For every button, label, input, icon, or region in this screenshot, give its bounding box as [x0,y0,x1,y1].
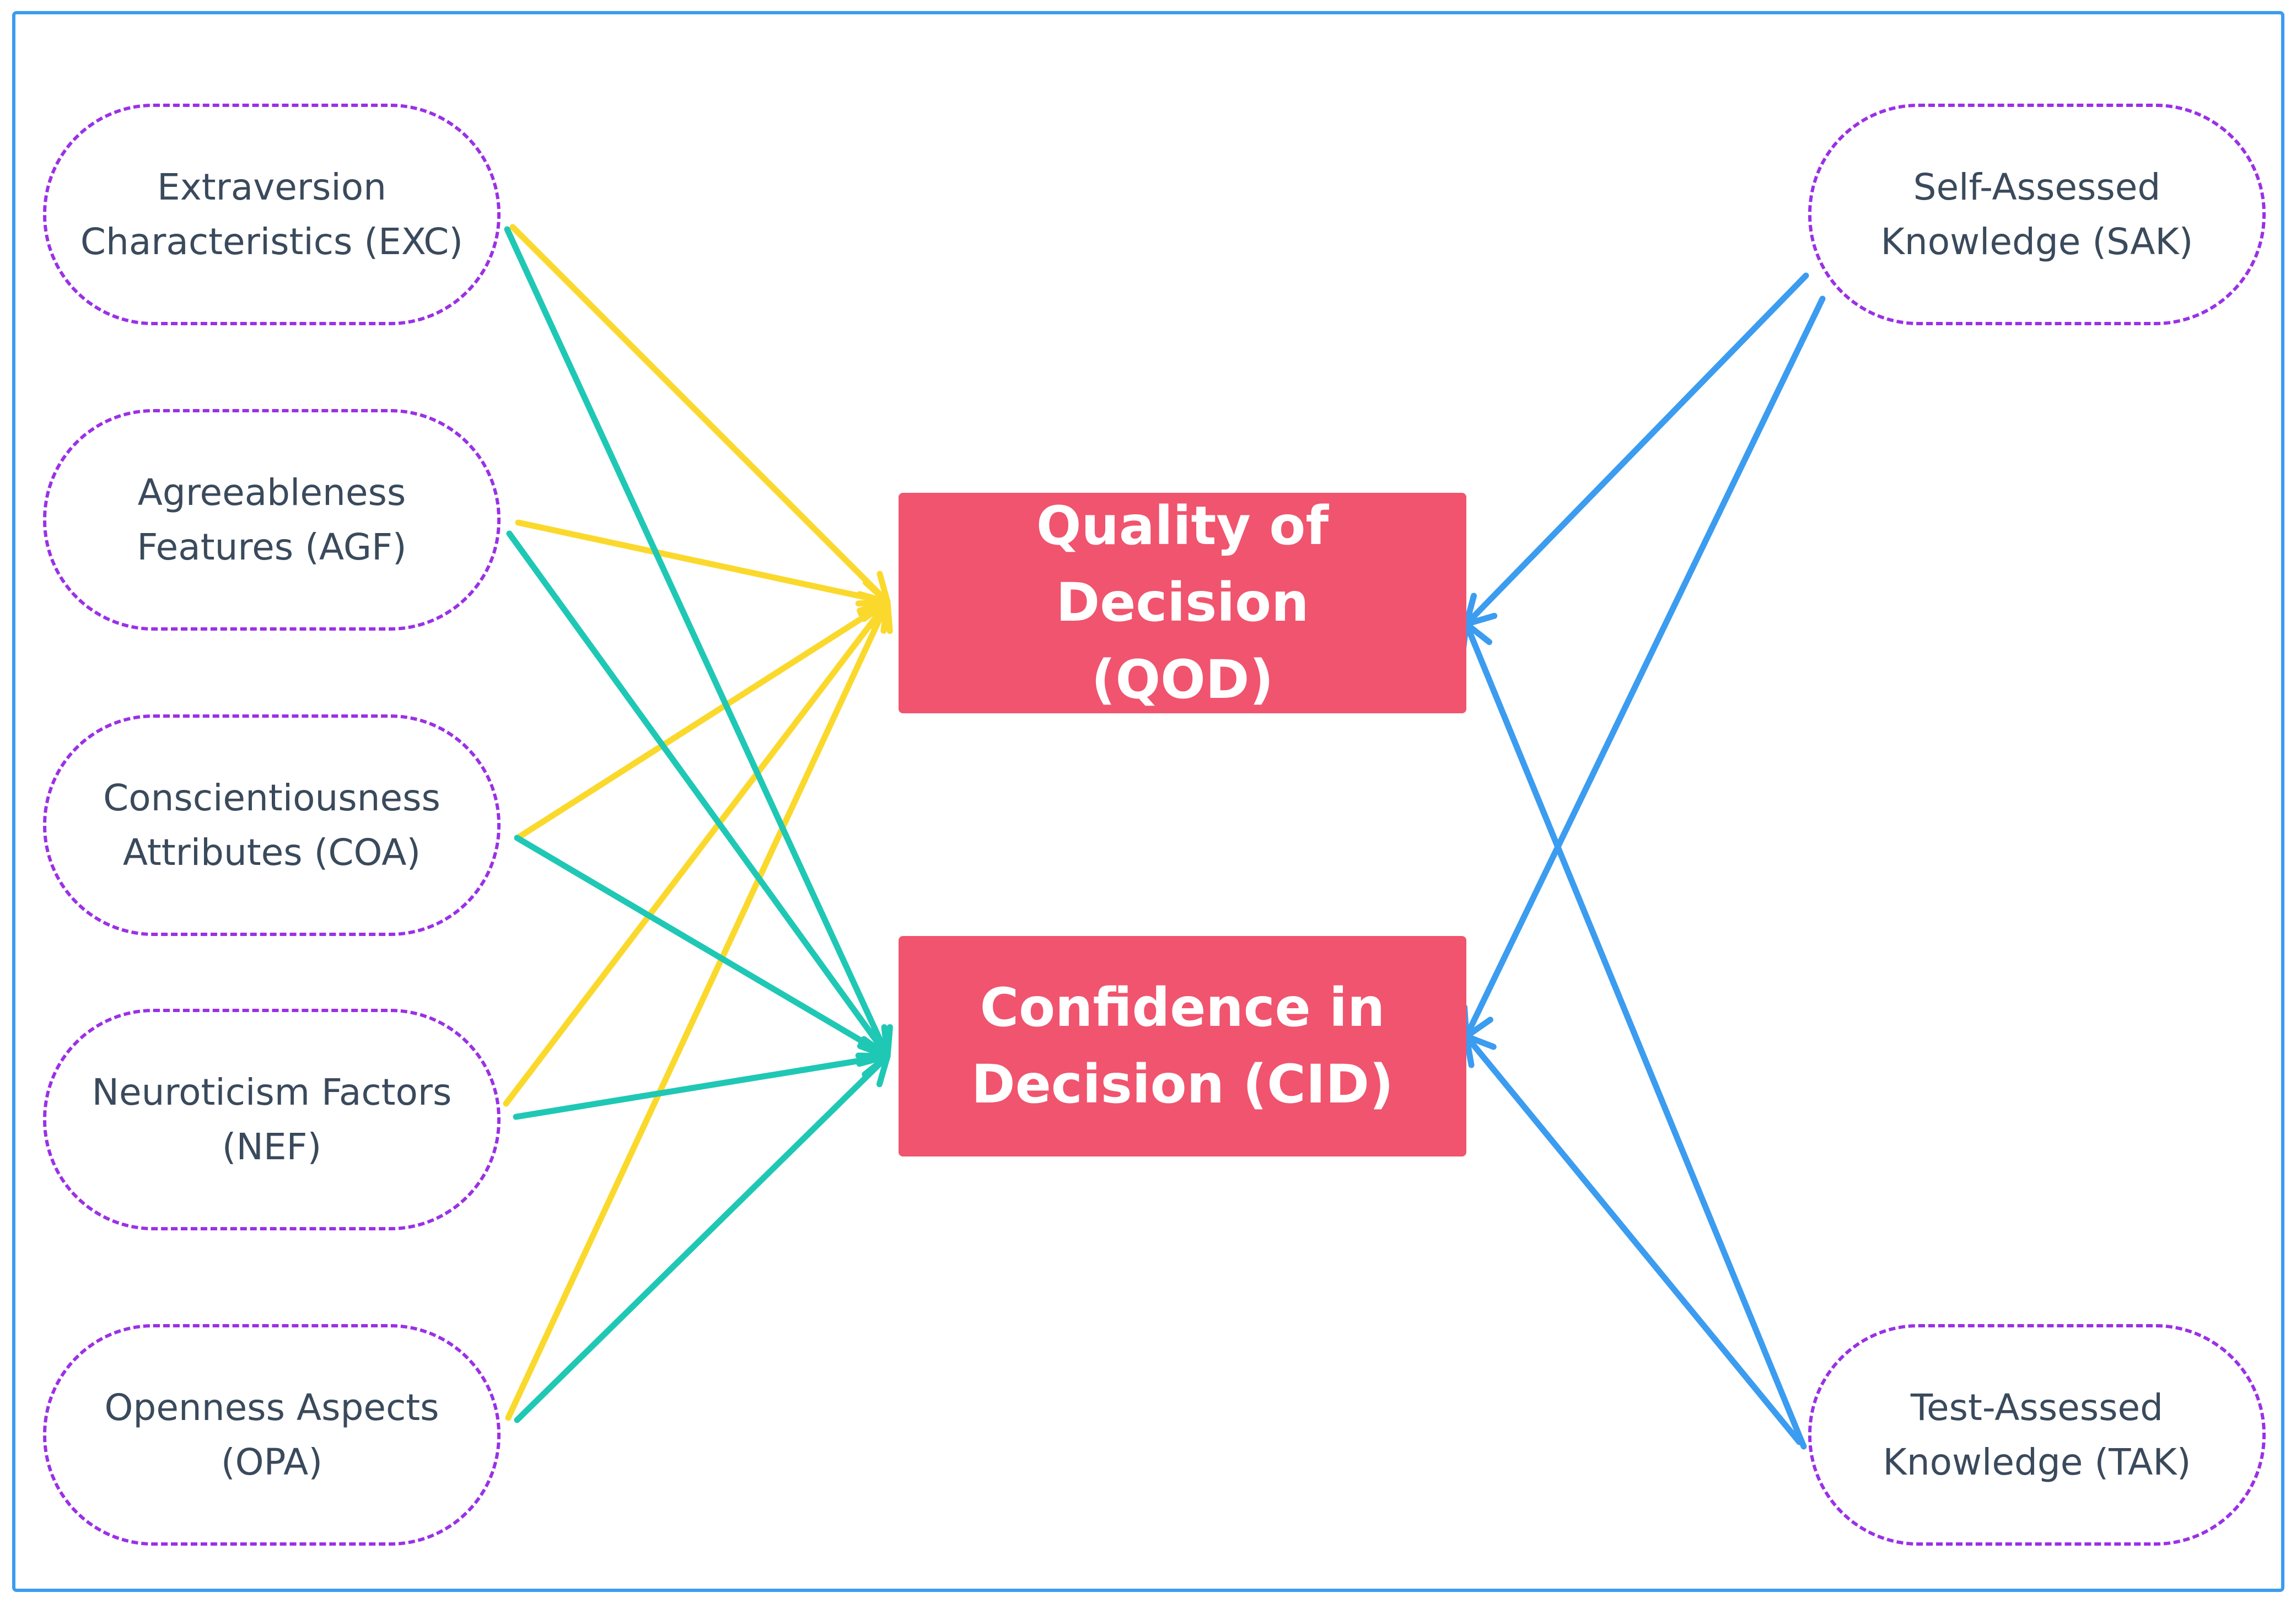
node-sak-line2: Knowledge (SAK) [1880,220,2193,263]
edge-tak-qod [1463,621,1807,1450]
edge-agf-qod [515,519,891,605]
node-tak: Test-Assessed Knowledge (TAK) [1808,1324,2266,1546]
node-qod-line2: (QOD) [1091,648,1274,711]
node-sak: Self-Assessed Knowledge (SAK) [1808,104,2266,325]
edge-coa-qod [516,599,891,840]
node-agf-line1: Agreeableness [137,471,406,514]
edge-opa-cid-arrowhead [856,1053,891,1088]
edge-tak-cid [1463,1033,1803,1445]
node-cid-line1: Confidence in [980,976,1385,1039]
node-nef-line1: Neuroticism Factors [92,1071,452,1114]
node-exc-line1: Extraversion [157,166,386,208]
edge-opa-qod [505,599,891,1421]
edge-nef-qod [503,599,891,1107]
node-nef: Neuroticism Factors (NEF) [43,1009,501,1230]
edge-opa-cid [514,1053,891,1423]
node-tak-line1: Test-Assessed [1910,1386,2164,1429]
node-agf: Agreeableness Features (AGF) [43,409,501,631]
node-cid-line2: Decision (CID) [971,1053,1394,1115]
edge-exc-cid [504,226,891,1059]
node-coa-line2: Attributes (COA) [122,831,421,874]
node-agf-line2: Features (AGF) [137,526,407,568]
node-exc-line2: Characteristics (EXC) [80,220,464,263]
node-tak-line2: Knowledge (TAK) [1883,1441,2191,1483]
node-coa: Conscientiousness Attributes (COA) [43,714,501,936]
edge-coa-cid [514,835,891,1059]
node-exc: Extraversion Characteristics (EXC) [43,104,501,325]
node-coa-line1: Conscientiousness [103,777,440,819]
edge-tak-cid-arrowhead [1463,1033,1497,1068]
node-opa-line1: Openness Aspects [104,1386,439,1429]
node-cid: Confidence in Decision (CID) [899,936,1466,1156]
edge-exc-qod [509,224,891,605]
edge-sak-cid [1463,295,1826,1040]
node-opa: Openness Aspects (OPA) [43,1324,501,1546]
edge-sak-qod [1463,272,1809,627]
edge-agf-cid [506,530,891,1059]
node-sak-line1: Self-Assessed [1913,166,2161,208]
node-opa-line2: (OPA) [221,1441,323,1483]
node-qod: Quality of Decision (QOD) [899,493,1466,713]
node-nef-line2: (NEF) [222,1126,322,1168]
node-qod-line1: Quality of Decision [1036,495,1329,634]
edge-opa-qod-arrowhead [861,599,893,634]
edge-nef-cid [513,1053,891,1120]
